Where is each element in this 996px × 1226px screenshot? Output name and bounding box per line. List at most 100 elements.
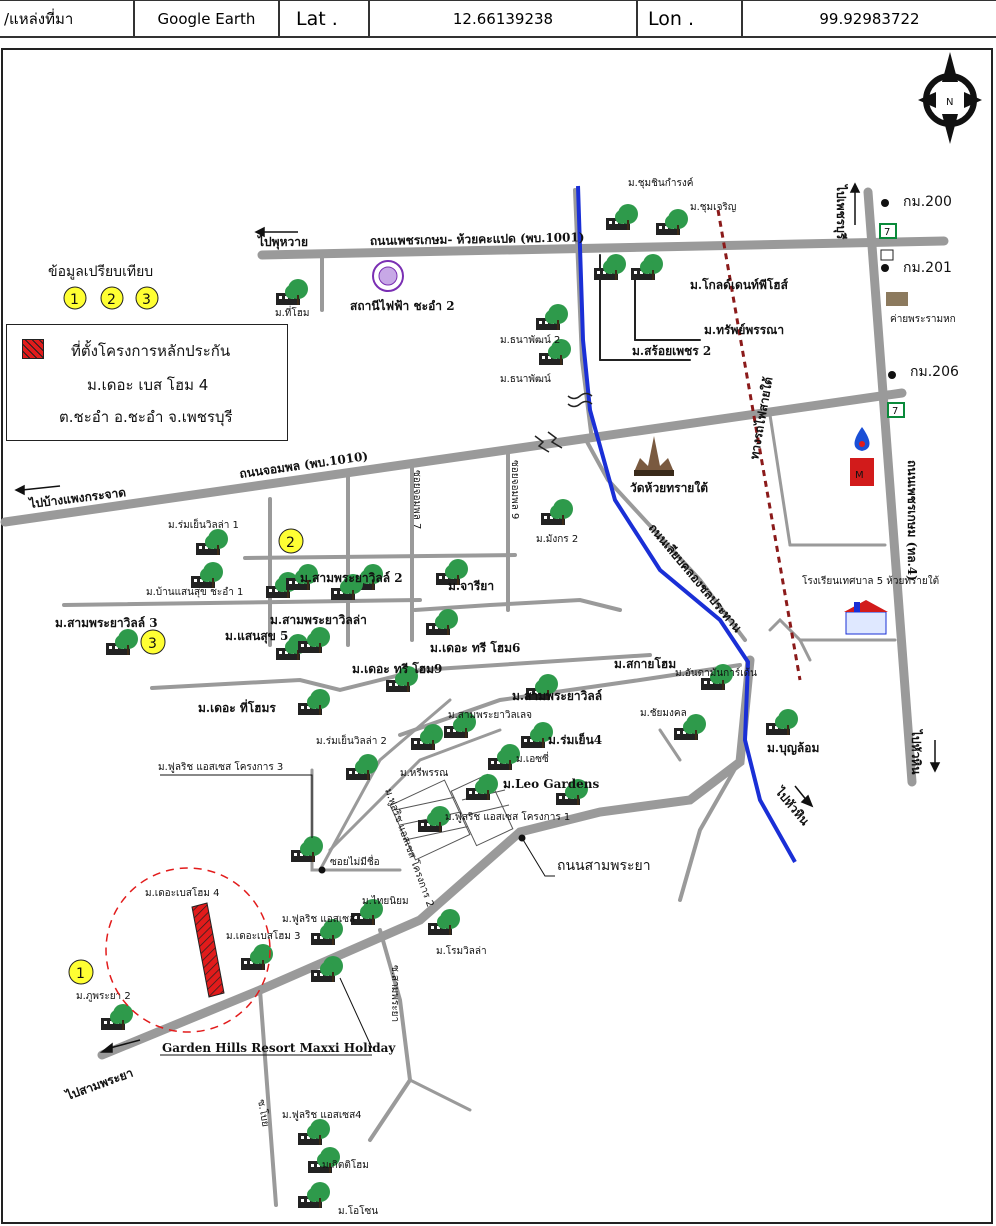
comparison-marker-2: 2 [278,528,304,554]
label-sam-phraya-oshen: ม.สามพระยาวิลเลจ [448,710,532,721]
road-network [0,187,949,1207]
lat-value: 12.66139238 [452,9,554,28]
seven-eleven-icon: 7 [879,223,897,239]
label-school: โรงเรียนเทศบาล 5 ห้วยทรายใต้ [802,574,939,587]
label-saroi-phetch2: ม.สร้อยเพชร 2 [632,344,711,358]
label-to-hua-hin-right: ไปหัวหิน [909,728,924,775]
legend-project-name: ม.เดอะ เบส โฮม 4 [87,376,209,394]
source-label-cell: /แหล่งที่มา [0,1,135,36]
legend-project-label: ที่ตั้งโครงการหลักประกัน [71,342,231,360]
label-soi-no-name: ซอยไม่มีชื่อ [330,854,380,868]
source-value: Google Earth [157,9,256,28]
temple-icon [634,436,674,476]
svg-text:2: 2 [107,292,116,308]
svg-text:3: 3 [148,636,157,652]
road-khlong-side [584,438,747,642]
label-chukhin: ม.ชุมชินกำรงค์ [628,177,693,189]
label-hariphan: ม.หรีพรรณ [400,767,448,779]
lat-value-cell: 12.66139238 [370,1,638,36]
lat-label: Lat . [296,7,338,30]
shop-icon: M [850,458,874,486]
label-phetkasem-4: ถนนเพชรเกษม (ทล.4) [905,460,919,581]
gas-station-icon [854,427,870,451]
label-army-camp: ค่ายพระรามหก [890,314,956,325]
label-kitihom: ม.กิตติโฮม [322,1158,369,1171]
legend-compare-markers: 1 2 3 [63,286,159,310]
label-soi-chomphon-7: ซอยจอมพล 7 [411,470,422,529]
label-to-nong-phawai: ไปพุหวาย [256,234,308,250]
project-radius-circle [105,867,271,1033]
seven-eleven-icon-2: 7 [887,402,905,418]
label-easy: ม.เอซซี่ [516,751,549,765]
label-resort: Garden Hills Resort Maxxi Holiday [162,1041,396,1055]
road-soi-boe [258,988,278,1207]
label-sri-phetch: ม.ทรัพย์พรรณา [704,323,784,337]
svg-text:1: 1 [70,292,79,308]
label-charia: ม.จารียา [448,579,494,593]
road-canal-west [573,188,594,442]
label-thihom: ม.ที่โฮม [275,305,309,319]
label-thanaphat2: ม.ธนาพัฒน์ 2 [500,334,560,346]
legend-compare-title: ข้อมูลเปรียบเทียบ [48,264,153,280]
label-sam-phraya-ville: ม.สามพระยาวิลล์ [512,689,602,703]
pointer-lines [160,774,555,877]
label-chaimongkol: ม.ชัยมงคล [640,708,687,719]
label-to-hua-hin-mid: ไปหัวหิน [771,783,813,829]
label-to-sam-phraya: ไปสามพระยา [62,1065,135,1104]
road-soi-no-name [310,768,402,872]
label-phetkasem-hua-kaphat: ถนนเพชรเกษม- ห้วยคะแปด (พบ.1001) [370,230,585,248]
lon-label-cell: Lon . [638,1,743,36]
project-swatch-icon [22,339,44,359]
label-romyen-villa2: ม.ร่มเย็นวิลล่า 2 [316,733,387,747]
road-chomphon [0,388,907,527]
label-phupraya2: ม.ภูพระยา 2 [76,991,131,1002]
label-fulrich-enter: ม.ฟูลริช แอสเซส [282,914,355,925]
label-power-station: สถานีไฟฟ้า ชะอำ 2 [350,298,455,313]
canal [576,185,797,863]
label-romyen-villa1: ม.ร่มเย็นวิลล่า 1 [168,517,239,531]
label-sam-phraya-ville3: ม.สามพระยาวิลล์ 3 [55,616,158,630]
road-sam-phraya [97,655,755,1060]
label-sam-phraya: ถนนสามพระยา [557,858,651,874]
army-camp-icon [886,292,908,306]
label-romyen4: ม.ร่มเย็น4 [548,732,602,747]
svg-text:3: 3 [142,292,151,308]
lat-label-cell: Lat . [280,1,370,36]
label-mangkorn2: ม.มังกร 2 [536,534,578,545]
bus-stop-icon [880,249,894,261]
svg-text:7: 7 [884,227,890,238]
svg-text:1: 1 [76,966,85,982]
comparison-markers: 1 2 3 [68,528,304,985]
label-thainiyom: ม.ไทยนิยม [362,895,409,907]
compass-icon: N [918,52,982,144]
label-the-base4: ม.เดอะเบสโฮม 4 [145,886,220,899]
km-markers [881,199,896,379]
label-temple: วัดห้วยทรายใต้ [630,480,708,495]
label-thanaphat: ม.ธนาพัฒน์ [500,373,551,385]
bridge-marks [534,392,593,453]
label-leo-gardens: ม.Leo Gardens [503,777,599,791]
label-to-phetchaburi: ไปเพชรบุรี [833,183,849,240]
label-sakai-home: ม.สกายโฮม [614,656,676,671]
comparison-marker-1: 1 [68,959,94,985]
info-header: /แหล่งที่มา Google Earth Lat . 12.661392… [0,0,996,38]
label-boonluam: ม.บุญล้อม [767,741,819,756]
label-fulrich-project1: ม.ฟูลริช แอสเซส โครงการ 1 [445,810,570,823]
label-km-201: กม.201 [903,260,952,276]
label-saensuk5: ม.แสนสุข 5 [225,629,288,644]
label-school-text: โรงเรียนเทศบาล 5 ห้วยทรายใต้ [802,574,939,587]
road-phetkasem-4 [863,187,917,787]
svg-text:7: 7 [892,406,898,417]
label-sam-phraya-soi: ซ.สามพระยา [389,965,400,1022]
label-chucharoen: ม.ชุมเจริญ [690,202,736,213]
label-soi-chomphon-9: ซอยจอมพล 9 [509,460,520,519]
label-the-tree6: ม.เดอะ ทรี โฮม6 [430,640,520,655]
road-phetkasem-hua-kaphat [257,236,949,260]
label-khlong-side: ถนนเลียบคลองชลประทาน [646,521,745,636]
legend-box: ที่ตั้งโครงการหลักประกัน ม.เดอะ เบส โฮม … [6,324,288,441]
svg-text:M: M [855,470,864,481]
school-icon [844,600,888,635]
label-the-home-r: ม.เดอะ ที่โฮมร [198,699,276,715]
source-label: /แหล่งที่มา [4,9,74,28]
